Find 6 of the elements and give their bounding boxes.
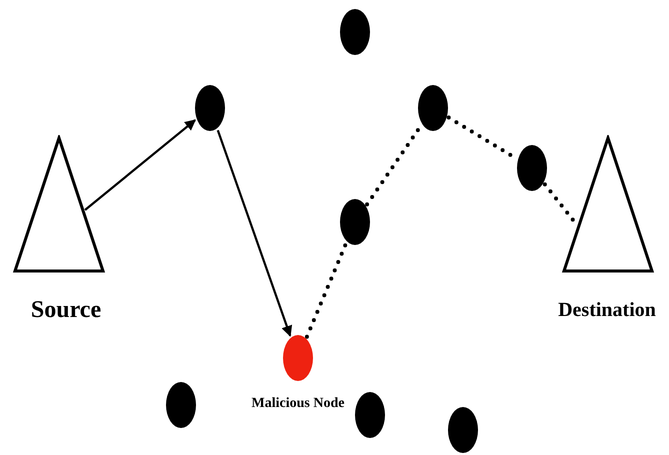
node-label: Source [30,298,102,322]
node-label: Destination [558,300,656,320]
arrow [84,119,196,211]
arrow [216,130,292,337]
dotted-line [304,241,348,339]
node-label: Malicious Node [252,397,344,411]
